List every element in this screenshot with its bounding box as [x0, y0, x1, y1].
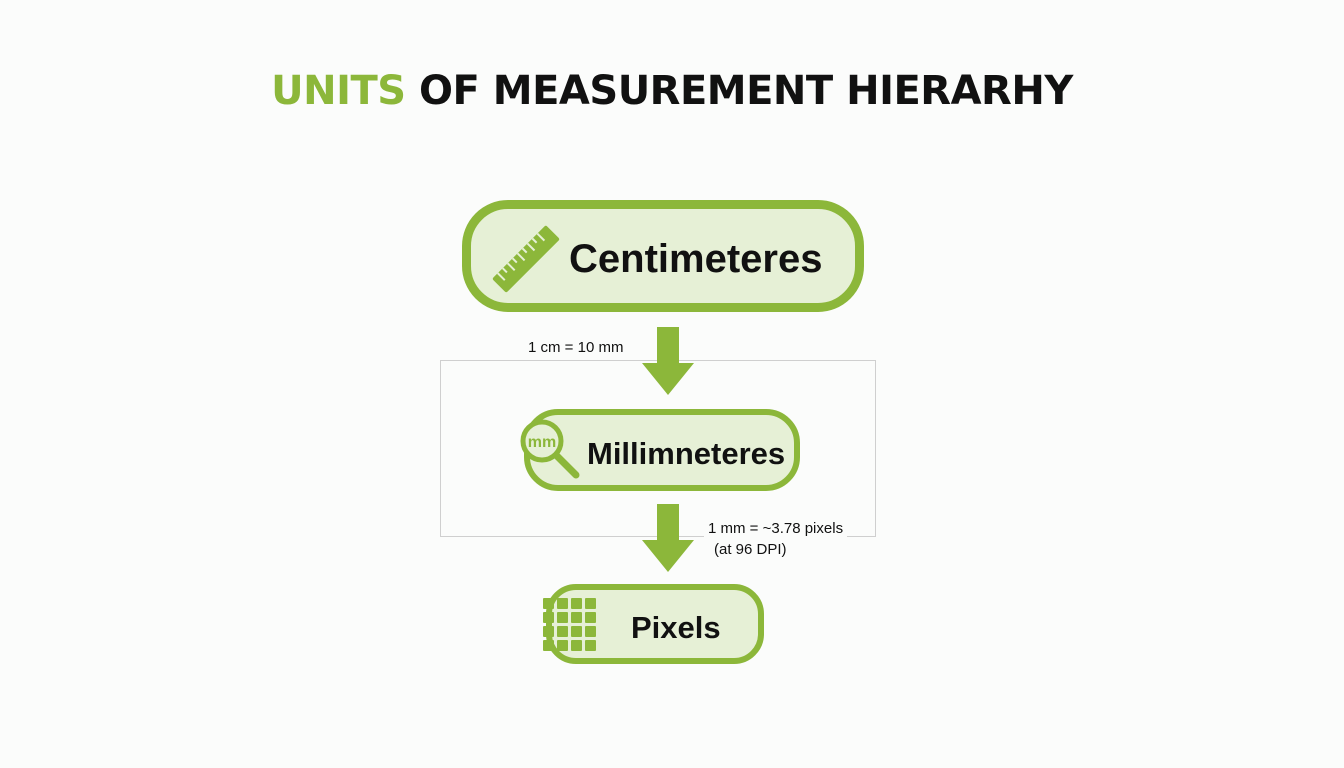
node-label-centimeters: Centimeteres [569, 237, 823, 281]
node-centimeters: Centimeteres [462, 200, 864, 312]
ruler-icon [492, 225, 560, 293]
conversion-cm-mm: 1 cm = 10 mm [520, 339, 632, 357]
conversion-mm-px: 1 mm = ~3.78 pixels [704, 520, 848, 538]
title-accent: UNITS [271, 68, 406, 114]
down-arrow-icon [642, 504, 694, 572]
node-pixels: Pixels [543, 584, 764, 664]
magnifier-icon: mm [520, 419, 580, 479]
diagram-title: UNITS OF MEASUREMENT HIERARHY [0, 68, 1344, 114]
node-millimeters: mm Millimneteres [520, 409, 800, 491]
title-rest: OF MEASUREMENT HIERARHY [419, 68, 1073, 114]
pixel-grid-icon [543, 598, 596, 651]
node-label-pixels: Pixels [631, 610, 721, 645]
magnifier-icon-label: mm [528, 434, 556, 451]
down-arrow-icon [642, 327, 694, 395]
node-label-millimeters: Millimneteres [587, 436, 786, 471]
conversion-mm-px-note: (at 96 DPI) [710, 541, 791, 559]
